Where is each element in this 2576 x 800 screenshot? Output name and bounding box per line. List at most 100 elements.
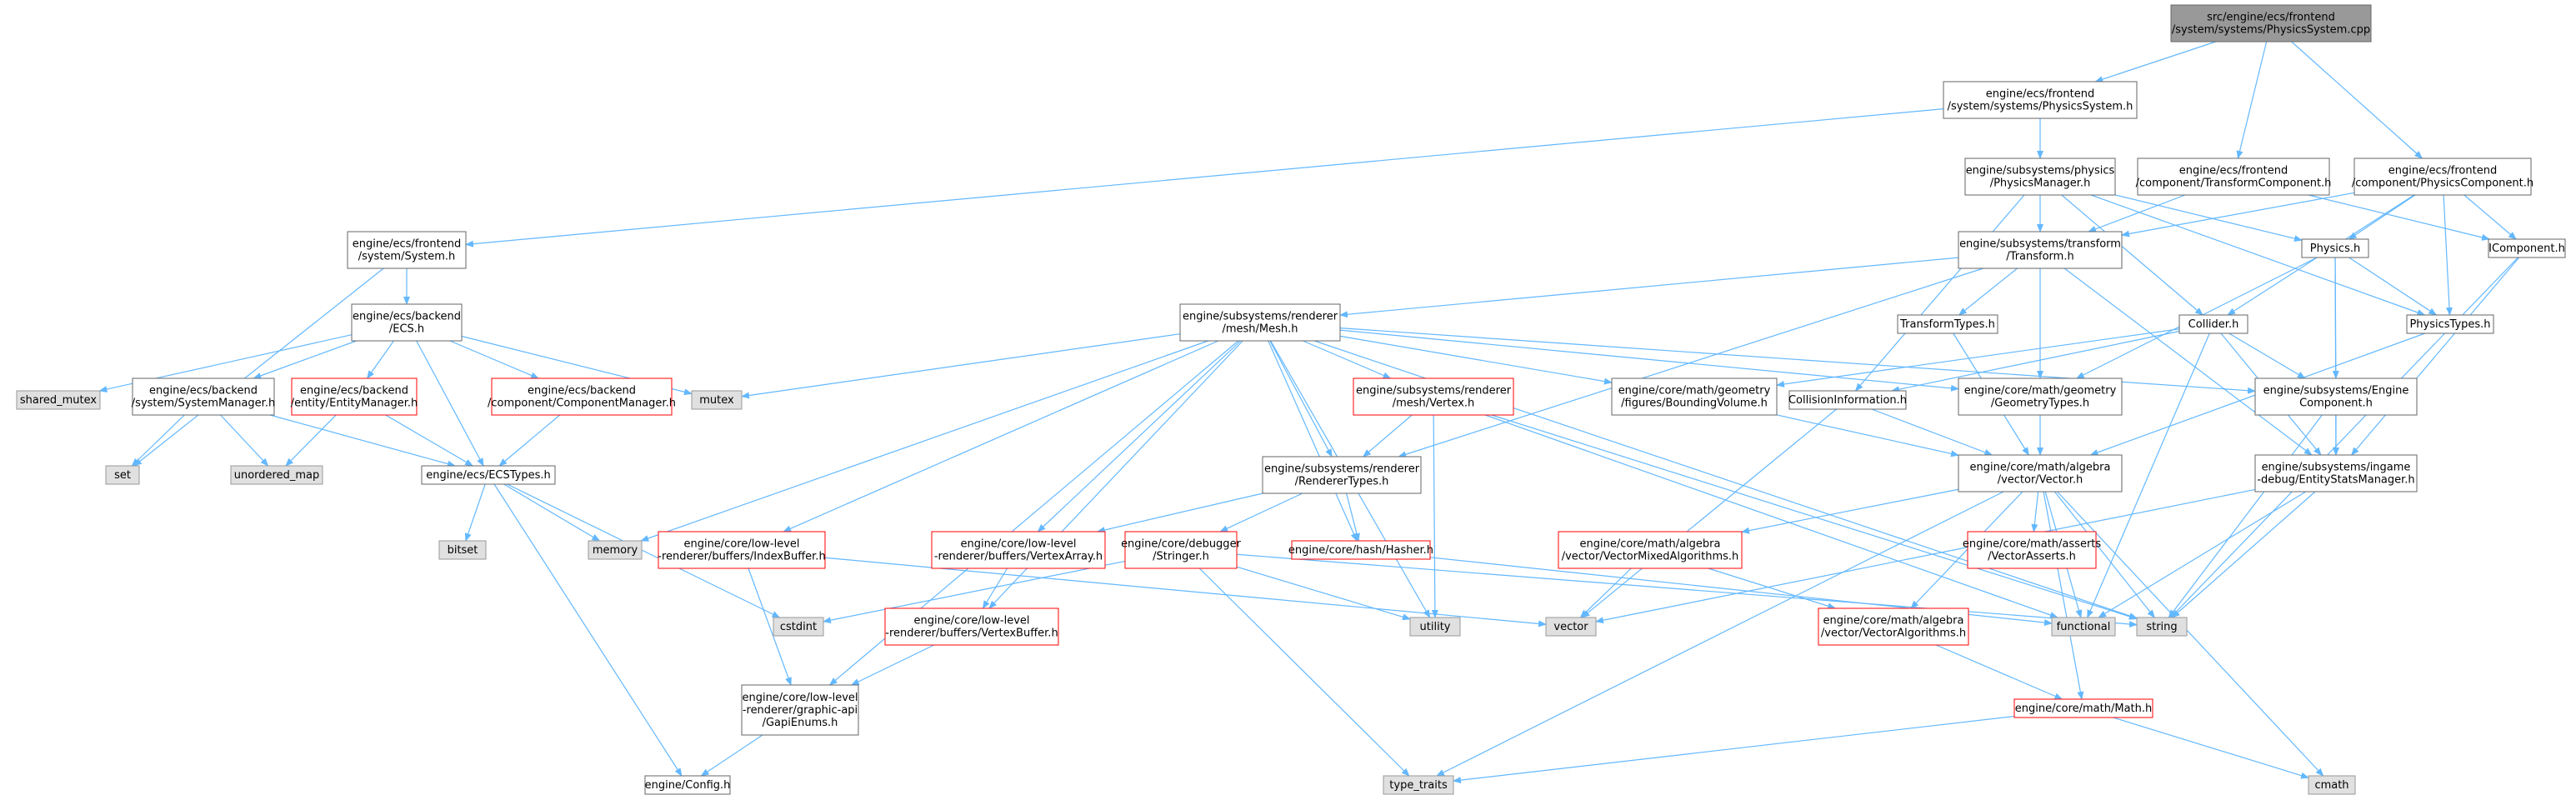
graph-node-vecasserts_h[interactable]: engine/core/math/asserts/VectorAsserts.h: [1963, 531, 2102, 569]
node-box: [2488, 238, 2566, 258]
edge-enginecomp_h-to-string: [2168, 414, 2323, 618]
graph-node-physics_h[interactable]: Physics.h: [2301, 238, 2369, 258]
graph-node-ecs_h[interactable]: engine/ecs/backend/ECS.h: [351, 303, 463, 342]
node-label-line: -renderer/buffers/IndexBuffer.h: [658, 551, 825, 563]
edge-physmgr_h-to-collider_h: [2061, 194, 2203, 316]
edge-stringer_h-to-string: [1236, 553, 2138, 628]
node-box: [1943, 81, 2138, 119]
edge-renderertypes_h-to-stringer_h: [1219, 492, 1303, 532]
node-label-line: /mesh/Mesh.h: [1222, 323, 1298, 336]
node-label-line: src/engine/ecs/frontend: [2207, 12, 2335, 24]
edge-physmgr_h-to-physics_h: [2114, 194, 2303, 242]
edge-boundvol_h-to-vector_h: [1776, 414, 1959, 458]
graph-node-entmgr_h[interactable]: engine/ecs/backend/entity/EntityManager.…: [291, 378, 418, 416]
edge-renderertypes_h-to-hasher_h: [1346, 492, 1360, 542]
edge-icomponent_h-to-string: [2169, 257, 2518, 618]
node-label-line: /mesh/Vertex.h: [1393, 398, 1475, 410]
node-box: [291, 378, 418, 416]
node-box: [1958, 231, 2123, 269]
graph-node-physmgr_h[interactable]: engine/subsystems/physics/PhysicsManager…: [1964, 158, 2116, 196]
graph-node-transform_h[interactable]: engine/subsystems/transform/Transform.h: [1958, 231, 2123, 269]
graph-node-ecstypes_h[interactable]: engine/ecs/ECSTypes.h: [421, 465, 556, 485]
graph-node-physsys_h[interactable]: engine/ecs/frontend/system/systems/Physi…: [1943, 81, 2138, 119]
edge-mesh_h-to-hasher_h: [1268, 340, 1358, 542]
node-box: [2170, 4, 2372, 42]
edge-physics_h-to-phystypes_h: [2348, 257, 2438, 316]
node-label-line: TransformTypes.h: [1899, 318, 1995, 331]
edge-mesh_h-to-indexbuf_h: [783, 340, 1219, 532]
node-label-line: /Stringer.h: [1153, 551, 1209, 563]
edge-mesh_h-to-vertexarr_h: [1037, 340, 1242, 532]
graph-node-config_h[interactable]: engine/Config.h: [644, 775, 731, 795]
graph-node-indexbuf_h[interactable]: engine/core/low-level-renderer/buffers/I…: [658, 531, 826, 569]
graph-node-math_h[interactable]: engine/core/math/Math.h: [2013, 698, 2153, 718]
node-label-line: engine/core/low-level: [913, 615, 1029, 628]
edge-vertex_h-to-functional: [1484, 414, 2058, 618]
graph-node-cmath: cmath: [2308, 775, 2356, 795]
node-label-line: unordered_map: [234, 469, 320, 482]
graph-node-hasher_h[interactable]: engine/core/hash/Hasher.h: [1288, 540, 1433, 560]
graph-node-physcomp_h[interactable]: engine/ecs/frontend/component/PhysicsCom…: [2352, 158, 2533, 196]
graph-node-stringer_h[interactable]: engine/core/debugger/Stringer.h: [1121, 531, 1242, 569]
graph-node-sysmgr_h[interactable]: engine/ecs/backend/system/SystemManager.…: [132, 378, 275, 416]
node-box: [588, 540, 643, 560]
graph-node-collinfo_h[interactable]: CollisionInformation.h: [1788, 390, 1907, 410]
edge-ecs_h-to-sysmgr_h: [253, 340, 357, 379]
graph-node-icomponent_h[interactable]: IComponent.h: [2488, 238, 2566, 258]
edge-ecs_h-to-ecstypes_h: [416, 340, 484, 467]
graph-node-boundvol_h[interactable]: engine/core/math/geometry/figures/Boundi…: [1611, 378, 1778, 416]
graph-node-system_h[interactable]: engine/ecs/frontend/system/System.h: [347, 231, 467, 269]
graph-node-renderertypes_h[interactable]: engine/subsystems/renderer/RendererTypes…: [1262, 456, 1422, 494]
graph-node-transformtypes_h[interactable]: TransformTypes.h: [1897, 314, 1998, 334]
edge-ecstypes_h-to-cstdint: [507, 483, 781, 618]
node-box: [132, 378, 275, 416]
graph-node-transcomp_h[interactable]: engine/ecs/frontend/component/TransformC…: [2136, 158, 2332, 196]
edge-transform_h-to-mesh_h: [1339, 257, 1959, 318]
node-label-line: engine/subsystems/renderer: [1356, 385, 1512, 398]
graph-node-geomtypes_h[interactable]: engine/core/math/geometry/GeometryTypes.…: [1958, 378, 2123, 416]
node-box: [1967, 531, 2097, 569]
edge-vecalgo_h-to-math_h: [1935, 644, 2063, 700]
graph-node-collider_h[interactable]: Collider.h: [2178, 314, 2248, 334]
node-label-line: engine/core/math/geometry: [1964, 385, 2117, 398]
node-box: [2178, 314, 2248, 334]
node-label-line: /system/systems/PhysicsSystem.h: [1948, 101, 2133, 113]
graph-node-string: string: [2136, 617, 2188, 637]
graph-node-gapienums_h[interactable]: engine/core/low-level-renderer/graphic-a…: [741, 684, 859, 736]
graph-node-vertexarr_h[interactable]: engine/core/low-level-renderer/buffers/V…: [931, 531, 1106, 569]
node-box: [1383, 775, 1454, 795]
graph-node-entstats_h[interactable]: engine/subsystems/ingame-debug/EntitySta…: [2254, 454, 2418, 492]
graph-node-phystypes_h[interactable]: PhysicsTypes.h: [2406, 314, 2494, 334]
graph-node-vecalgo_h[interactable]: engine/core/math/algebra/vector/VectorAl…: [1818, 608, 1969, 646]
node-box: [105, 465, 140, 485]
node-box: [2301, 238, 2369, 258]
edge-transcomp_h-to-transform_h: [2088, 194, 2186, 232]
node-label-line: engine/ecs/backend: [353, 311, 461, 323]
edge-sysmgr_h-to-set: [131, 414, 185, 467]
graph-node-mesh_h[interactable]: engine/subsystems/renderer/mesh/Mesh.h: [1179, 303, 1341, 342]
graph-node-vertex_h[interactable]: engine/subsystems/renderer/mesh/Vertex.h: [1353, 378, 1514, 416]
node-label-line: functional: [2057, 621, 2111, 633]
node-label-line: set: [114, 469, 131, 482]
graph-node-root[interactable]: src/engine/ecs/frontend/system/systems/P…: [2170, 4, 2372, 42]
graph-node-vertexbuf_h[interactable]: engine/core/low-level-renderer/buffers/V…: [884, 608, 1059, 646]
node-box: [491, 378, 673, 416]
node-label-line: -renderer/buffers/VertexBuffer.h: [885, 628, 1058, 640]
node-label-line: engine/ecs/ECSTypes.h: [426, 469, 551, 482]
edge-entstats_h-to-functional: [2098, 491, 2307, 618]
node-label-line: Component.h: [2299, 398, 2373, 410]
node-box: [1958, 454, 2123, 492]
node-box: [2137, 158, 2330, 196]
graph-node-vector_h[interactable]: engine/core/math/algebra/vector/Vector.h: [1958, 454, 2123, 492]
node-label-line: mutex: [699, 394, 734, 407]
edge-root-to-physcomp_h: [2291, 41, 2423, 159]
node-label-line: /entity/EntityManager.h: [291, 398, 418, 410]
graph-node-shared_mutex: shared_mutex: [16, 390, 101, 410]
graph-node-compmgr_h[interactable]: engine/ecs/backend/component/ComponentMa…: [488, 378, 676, 416]
graph-node-vector: vector: [1545, 617, 1597, 637]
edge-mesh_h-to-boundvol_h: [1339, 335, 1613, 385]
edge-collinfo_h-to-vector: [1581, 408, 1837, 618]
graph-node-vecmixed_h[interactable]: engine/core/math/algebra/vector/VectorMi…: [1558, 531, 1743, 569]
node-box: [658, 531, 826, 569]
